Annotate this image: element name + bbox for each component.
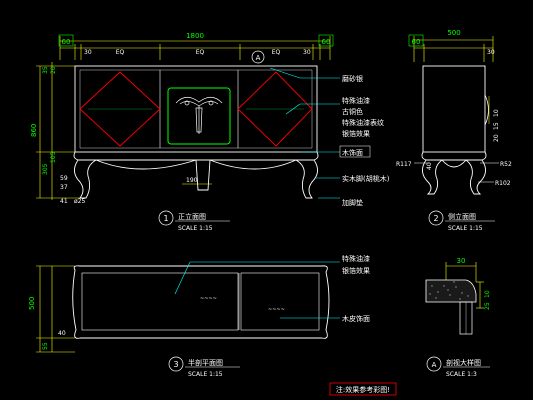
section-hatch <box>429 281 469 300</box>
side-dim-10: 10 <box>493 109 500 117</box>
dim-60-right-box <box>318 34 334 47</box>
dim-860: 860 <box>30 124 38 137</box>
plan-callout-lacquer: 特殊油漆 <box>342 254 370 263</box>
section-top-dimensions <box>445 262 484 309</box>
dim-eq-2: EQ <box>196 49 205 56</box>
front-callout-leaders <box>269 67 340 199</box>
plan-callout-silver-foil: 银箔效果 <box>342 266 370 275</box>
right-diamond-panel <box>237 71 313 147</box>
side-dim-15: 15 <box>493 122 500 130</box>
dim-41: 41 <box>60 198 68 205</box>
side-dim-30: 30 <box>487 49 495 56</box>
section-title-number: A <box>432 361 437 369</box>
section-profile <box>425 279 477 303</box>
dim-60-left-box <box>58 34 74 47</box>
callout-wood-decor-box <box>339 145 371 158</box>
dim-30-left: 30 <box>84 49 92 56</box>
callout-bronze: 古铜色 <box>342 107 363 116</box>
dim-59: 59 <box>60 175 68 182</box>
plan-title: 半剖平面图 <box>188 358 223 367</box>
left-diamond-panel <box>79 71 161 147</box>
front-legs <box>74 159 318 199</box>
side-legs <box>422 159 486 195</box>
side-top-dimensions <box>413 36 494 62</box>
side-base-skirt <box>421 151 487 161</box>
callout-silver-foil: 银箔效果 <box>342 129 370 138</box>
plan-title-number-circle <box>168 356 184 372</box>
plan-mark-2: ~~~~ <box>268 307 285 313</box>
side-dim-r52: R52 <box>500 161 512 168</box>
dim-37: 37 <box>60 184 68 191</box>
plan-mark-1: ~~~~ <box>200 296 217 302</box>
front-title-number: 1 <box>163 214 168 223</box>
plan-dim-40: 40 <box>58 330 66 337</box>
side-dim-60-box <box>408 34 424 47</box>
plan-inner-left <box>81 272 239 331</box>
dim-30-right: 30 <box>303 49 311 56</box>
side-dim-20: 20 <box>493 134 500 142</box>
front-title-number-circle <box>158 210 174 226</box>
side-handle <box>484 94 489 126</box>
side-title-number: 2 <box>433 214 438 223</box>
section-dim-30: 30 <box>457 257 466 265</box>
plan-title-number: 3 <box>173 360 178 369</box>
dim-60-left: 60 <box>62 38 71 46</box>
note-box <box>329 382 397 396</box>
side-dim-60: 60 <box>412 38 421 46</box>
dim-60-right: 60 <box>322 38 331 46</box>
callout-leg-fixing: 加脚垫 <box>342 198 363 207</box>
callout-lacquer-1: 特殊油漆 <box>342 96 370 105</box>
front-top-dimensions <box>59 36 331 60</box>
side-cabinet-body <box>422 65 486 153</box>
dim-20: 20 <box>50 66 57 74</box>
plan-callout-wood-veneer: 木皮饰面 <box>342 314 370 323</box>
dim-190: 190 <box>186 177 198 184</box>
section-scale: SCALE 1:3 <box>446 371 477 378</box>
side-scale: SCALE 1:15 <box>448 225 483 232</box>
front-scale: SCALE 1:15 <box>178 225 213 232</box>
note-text: 注:效果参考彩图! <box>336 385 390 394</box>
section-title: 剖视大样图 <box>446 358 481 367</box>
plan-dim-500: 500 <box>28 297 36 310</box>
side-title: 侧立面图 <box>448 212 476 221</box>
side-dim-r102: R102 <box>495 180 511 187</box>
section-detail: 30 10 25 A 剖视大样图 SCALE 1:3 <box>425 257 491 378</box>
plan-outline <box>72 265 330 339</box>
plan-inner-right <box>240 272 320 331</box>
plan-left-dimensions <box>36 265 75 353</box>
dim-eq-1: EQ <box>116 49 125 56</box>
dim-eq-3: EQ <box>272 49 281 56</box>
side-elevation: 500 60 30 10 15 20 40 R117 R52 R102 2 侧立… <box>396 29 512 232</box>
plan-scale: SCALE 1:15 <box>188 371 223 378</box>
front-elevation: 1800 60 60 30 30 EQ EQ EQ A <box>30 32 390 232</box>
center-ornament-motif <box>175 96 223 134</box>
dim-phi25: ø25 <box>74 198 85 205</box>
section-marker-label: A <box>256 54 261 62</box>
front-title: 正立面图 <box>178 212 206 221</box>
dim-35: 35 <box>42 66 49 74</box>
section-title-number-circle <box>426 356 442 372</box>
dim-105: 105 <box>50 151 57 163</box>
section-dim-10: 10 <box>484 290 491 298</box>
side-dim-40: 40 <box>426 162 433 170</box>
center-ornament-panel <box>167 87 231 145</box>
front-left-dimensions <box>36 62 80 200</box>
dim-305: 305 <box>42 163 49 175</box>
callout-walnut-leg: 实木脚(胡桃木) <box>342 174 390 183</box>
side-title-number-circle <box>428 210 444 226</box>
section-marker-circle <box>251 50 265 64</box>
side-dim-r117: R117 <box>396 161 412 168</box>
section-dim-25: 25 <box>484 302 491 310</box>
dim-total-width: 1800 <box>186 32 204 40</box>
side-dim-500: 500 <box>447 29 460 37</box>
callout-lacquer-2: 特殊油漆表纹 <box>342 118 384 127</box>
callout-glass: 磨砂银 <box>342 74 363 83</box>
plan-dim-55: 55 <box>42 342 49 350</box>
plan-callout-leaders <box>174 261 340 319</box>
plan-view: ~~~~ ~~~~ 500 55 40 特殊油漆 银箔效果 木皮饰面 3 半剖平… <box>28 254 370 378</box>
callout-wood-decor: 木饰面 <box>342 148 363 157</box>
front-cabinet-body <box>74 65 318 153</box>
